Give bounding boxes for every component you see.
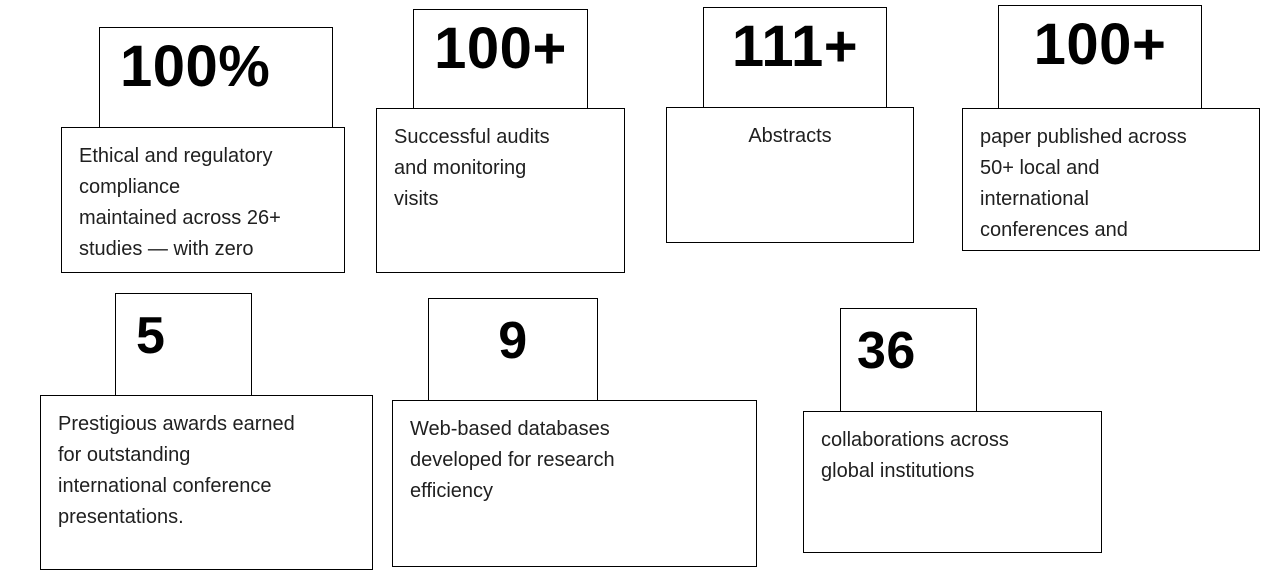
stat-value: 36 xyxy=(857,322,916,380)
stat-value-box: 111+ xyxy=(703,7,887,111)
stat-description: Abstracts xyxy=(748,125,832,147)
stat-value: 9 xyxy=(498,312,528,370)
stat-value: 100% xyxy=(120,34,271,99)
stat-value-box: 5 xyxy=(115,293,252,399)
stat-value: 100+ xyxy=(434,16,567,81)
stat-description-box: Abstracts xyxy=(666,107,914,243)
stat-value: 5 xyxy=(136,307,166,365)
stat-value-box: 36 xyxy=(840,308,977,415)
stat-value: 100+ xyxy=(1033,12,1167,77)
stat-value-box: 100+ xyxy=(413,9,588,112)
stat-value-box: 100+ xyxy=(998,5,1202,112)
stat-value: 111+ xyxy=(731,14,859,79)
stat-value-box: 100% xyxy=(99,27,333,131)
stat-value-box: 9 xyxy=(428,298,598,404)
